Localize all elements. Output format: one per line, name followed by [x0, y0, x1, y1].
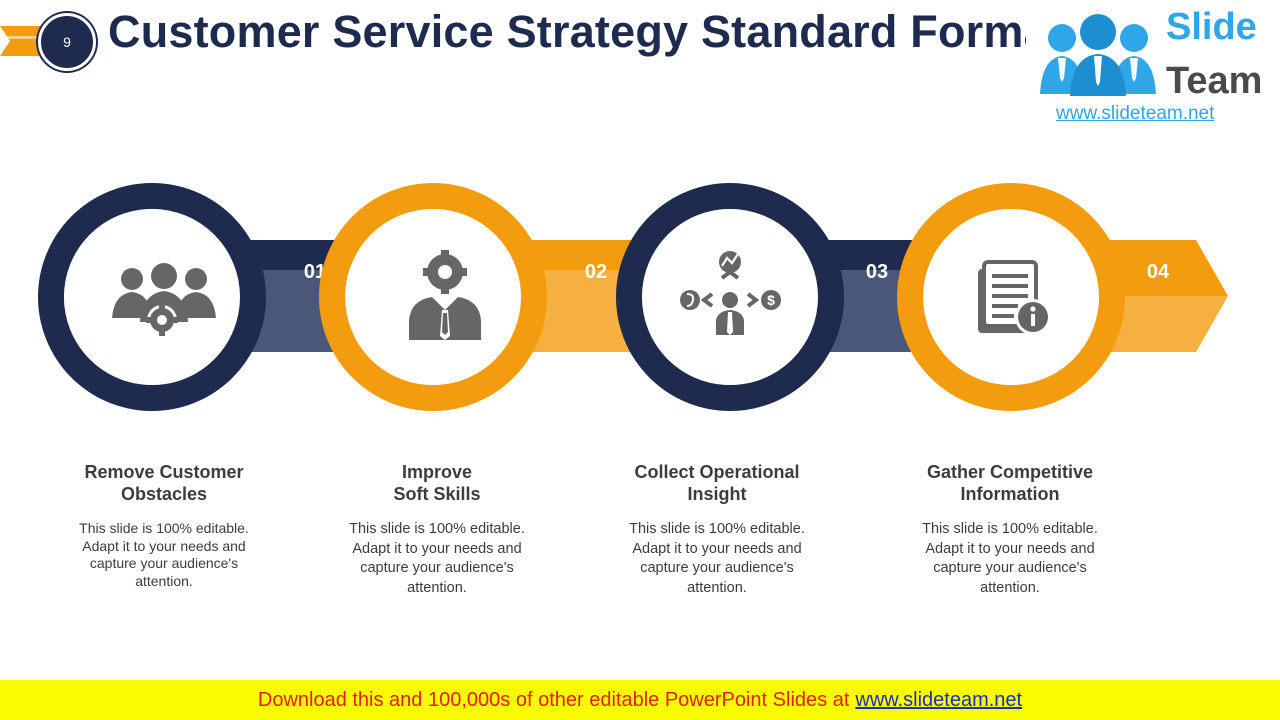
slide-number-badge: 9: [38, 13, 96, 71]
footer-link[interactable]: www.slideteam.net: [855, 688, 1023, 711]
step-title-02: Improve Soft Skills: [393, 462, 481, 504]
download-banner: Download this and 100,000s of other edit…: [0, 680, 1280, 720]
decision-options-icon: $: [680, 251, 781, 335]
step-description-04: This slide is 100% editable. Adapt it to…: [922, 521, 1098, 596]
process-flow: 01 02 03 04: [38, 183, 1228, 411]
step-description-03: This slide is 100% editable. Adapt it to…: [629, 521, 805, 596]
step-number-02: 02: [585, 261, 607, 283]
logo-team-word: Team: [1166, 60, 1263, 102]
step-number-04: 04: [1147, 261, 1170, 283]
logo-slide-word: Slide: [1166, 6, 1257, 48]
document-info-icon: [978, 260, 1051, 335]
footer-text: Download this and 100,000s of other edit…: [257, 688, 850, 711]
step-number-03: 03: [866, 261, 888, 283]
slideteam-logo[interactable]: Slide Team www.slideteam.net: [1026, 0, 1280, 124]
step-title-01: Remove Customer Obstacles: [84, 462, 244, 504]
step-title-04: Gather Competitive Information: [926, 462, 1094, 504]
step-description-01: This slide is 100% editable. Adapt it to…: [79, 520, 249, 589]
step-description-02: This slide is 100% editable. Adapt it to…: [349, 521, 525, 596]
slide-header: 9 Customer Service Strategy Standard For…: [0, 0, 1280, 124]
ribbon-icon: [0, 26, 44, 56]
step-number-01: 01: [304, 261, 326, 283]
businessman-gear-icon: [409, 250, 481, 340]
team-gear-icon: [112, 263, 216, 336]
svg-text:$: $: [767, 292, 775, 308]
page-title: Customer Service Strategy Standard Forma…: [108, 6, 1064, 57]
people-logo-icon: [1040, 14, 1156, 96]
step-title-03: Collect Operational Insight: [634, 462, 800, 504]
logo-url-link[interactable]: www.slideteam.net: [1056, 103, 1215, 124]
